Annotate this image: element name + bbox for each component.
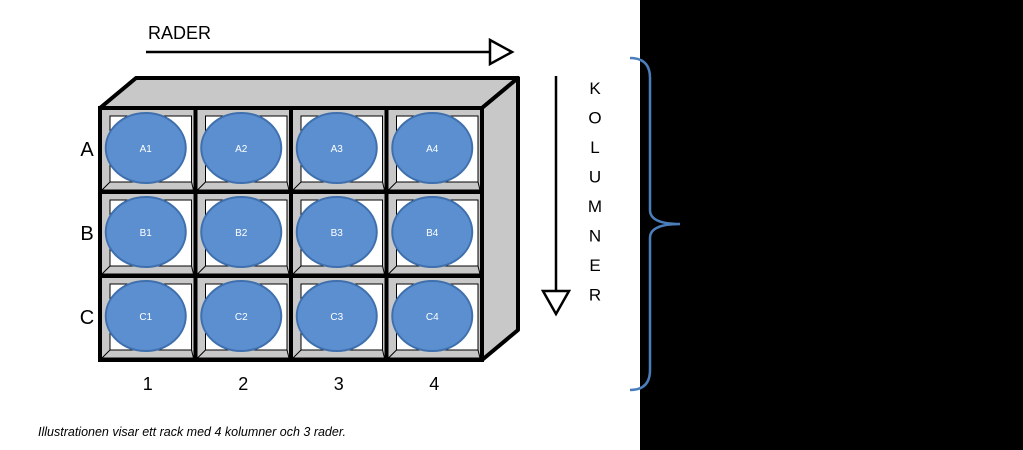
columns-title-letter: L <box>590 138 599 157</box>
row-label: A <box>80 139 94 161</box>
rows-arrow <box>146 37 515 67</box>
rack-slot-label: A4 <box>426 144 439 155</box>
rack-slot-label: B4 <box>426 228 439 239</box>
columns-title-letter: N <box>589 227 601 246</box>
row-labels: A B C <box>80 139 95 329</box>
rack-slot-label: B3 <box>331 228 344 239</box>
columns-title-letter: U <box>589 168 601 187</box>
cell-floor <box>291 349 386 359</box>
rack-slot-circle <box>295 112 378 184</box>
rack-slot-circle <box>104 280 187 352</box>
rack-slot-label: C2 <box>235 312 248 323</box>
columns-title-letter: K <box>589 79 601 98</box>
rack-slot-label: C1 <box>139 312 152 323</box>
columns-title-letter: E <box>589 256 600 275</box>
rack-slot-circle <box>295 196 378 268</box>
rack-slot-circle <box>391 280 474 352</box>
rack-slot-label: A1 <box>140 144 153 155</box>
cell-floor <box>100 349 195 359</box>
rack-slot-circle <box>200 280 283 352</box>
rack-slot-label: B1 <box>140 228 153 239</box>
bracket-brace <box>629 56 681 392</box>
rack-slot-circle <box>200 112 283 184</box>
columns-title-letter: M <box>588 197 602 216</box>
rack-slot-circle <box>391 196 474 268</box>
column-label: 4 <box>429 374 439 394</box>
rack-slot-label: A2 <box>235 144 248 155</box>
rack-slot-circle <box>104 196 187 268</box>
caption: Illustrationen visar ett rack med 4 kolu… <box>38 425 347 439</box>
column-label: 3 <box>334 374 344 394</box>
rack-slot-label: B2 <box>235 228 248 239</box>
rack-slot-circle <box>391 112 474 184</box>
rack-slot-circle <box>104 112 187 184</box>
row-label: C <box>80 307 94 329</box>
rack-slot-label: C3 <box>330 312 343 323</box>
column-label: 2 <box>238 374 248 394</box>
rows-title: RADER <box>148 23 211 43</box>
rack-slot-circle <box>295 280 378 352</box>
column-label: 1 <box>143 374 153 394</box>
rack-slot-label: C4 <box>426 312 439 323</box>
rack-slot-label: A3 <box>331 144 344 155</box>
column-labels: 1 2 3 4 <box>143 374 440 394</box>
columns-arrow <box>540 76 572 317</box>
columns-title-letter: O <box>588 109 601 128</box>
cell-floor <box>196 349 290 359</box>
row-label: B <box>80 223 93 245</box>
cell-floor <box>387 349 481 359</box>
columns-title-letter: R <box>589 286 601 305</box>
rack-slot-circle <box>200 196 283 268</box>
